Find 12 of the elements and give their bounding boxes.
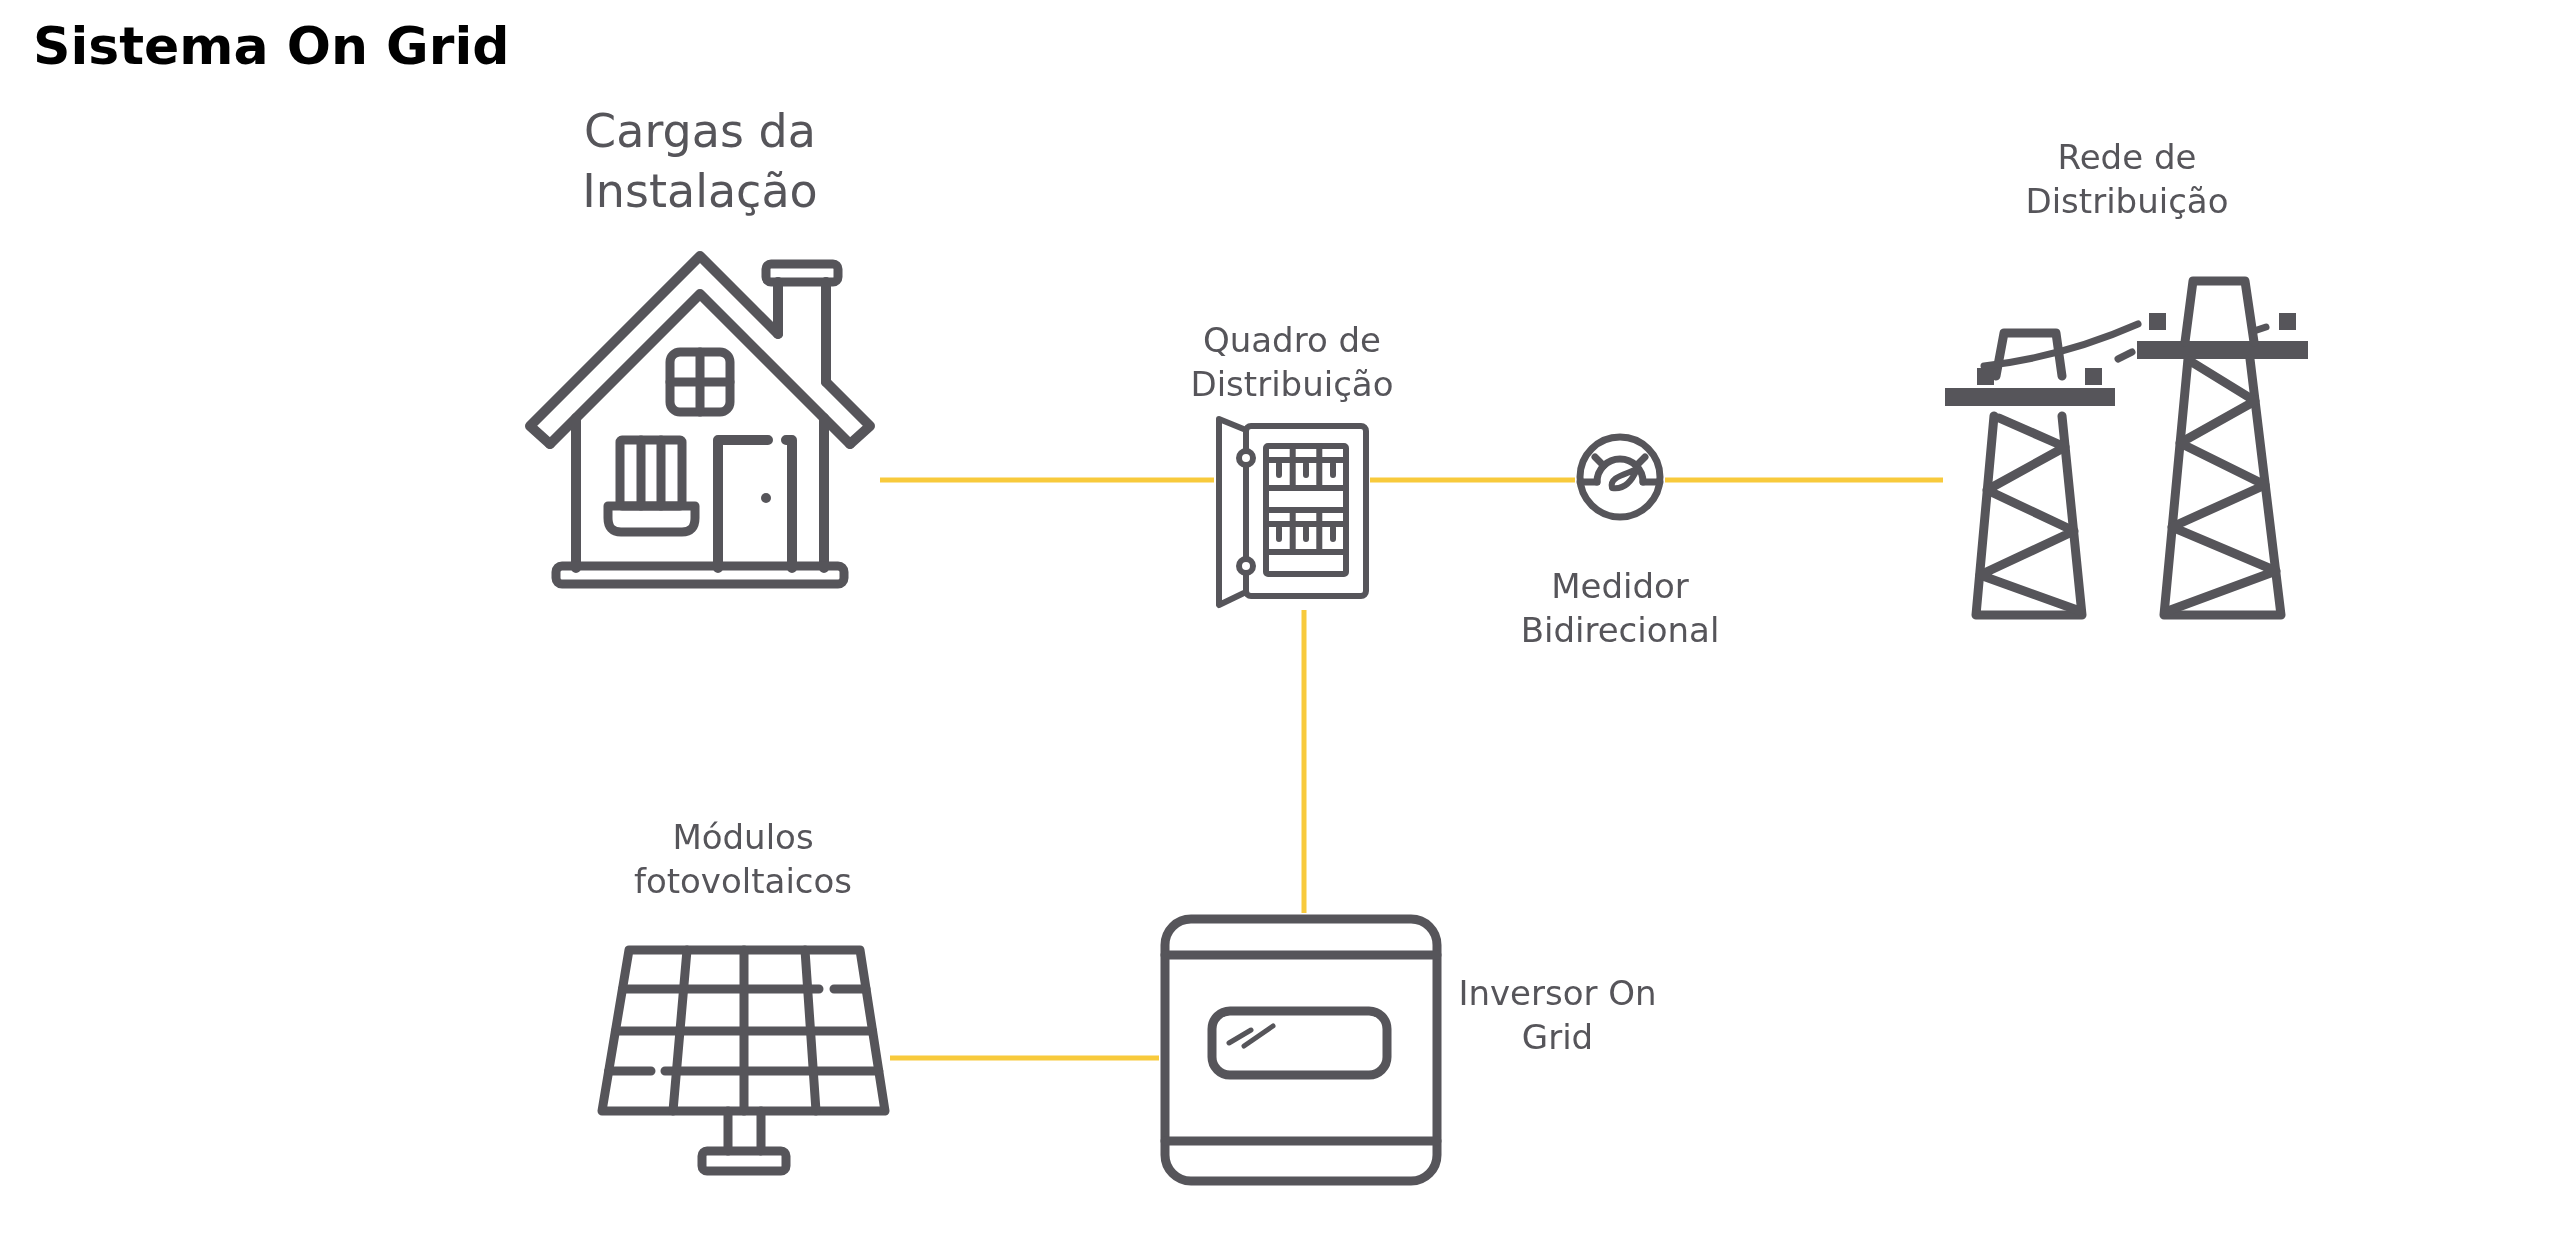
connector-line (1301, 610, 1307, 913)
node-label: Inversor On Grid (1457, 972, 1658, 1060)
node-label: Módulos fotovoltaicos (632, 815, 854, 903)
connector-line (1370, 477, 1575, 483)
node-label: Quadro de Distribuição (1189, 318, 1395, 406)
diagram-title: Sistema On Grid (33, 16, 510, 76)
connector-line (890, 1055, 1159, 1061)
connector-line (1665, 477, 1943, 483)
node-label: Cargas da Instalação (581, 103, 819, 221)
node-label: Rede de Distribuição (2024, 135, 2230, 223)
node-label: Medidor Bidirecional (1519, 565, 1721, 653)
connector-line (880, 477, 1214, 483)
